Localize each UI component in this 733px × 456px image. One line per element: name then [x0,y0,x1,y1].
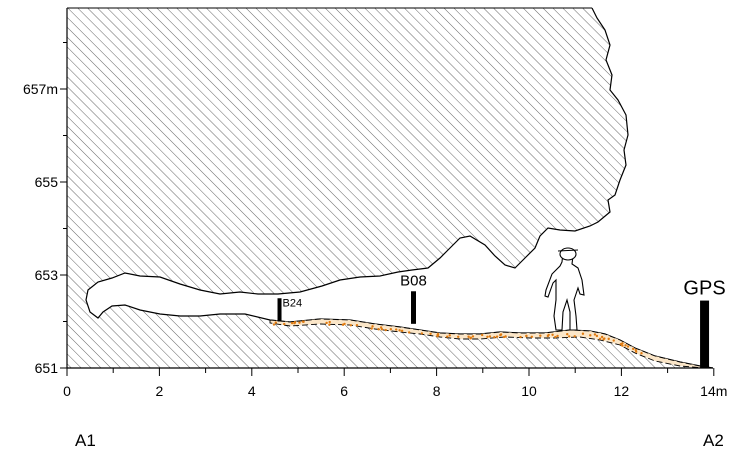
sediment-dot [598,337,602,341]
survey-markers: B24 B08 GPS [277,272,726,368]
sediment-dot [581,332,585,335]
sediment-dot [293,321,297,324]
sediment-dot [457,335,460,338]
sediment-dot [398,329,401,332]
marker-gps-label: GPS [683,278,725,300]
sediment-dot [595,334,599,338]
sediment-dot [394,328,398,331]
sediment-dot [624,344,627,347]
x-tick-label: 10 [521,383,537,399]
sediment-dot [371,325,374,328]
x-tick-label: 8 [433,383,441,399]
sediment-dot [302,320,305,324]
sediment-dot [325,321,328,325]
sediment-dot [400,329,404,333]
sediment-dot [486,335,489,339]
sediment-dot [469,337,472,340]
sediment-dot [407,331,411,334]
sediment-dot [493,335,496,339]
sediment-dot [593,333,597,336]
sediment-dot [377,328,380,331]
sediment-dot [607,337,610,341]
sediment-dot [626,345,630,348]
sediment-dot [556,334,559,338]
sediment-dot [283,322,286,326]
x-tick-label: 12 [614,383,630,399]
marker-b24-post [277,298,282,322]
sediment-dot [554,335,557,339]
sediment-dot [446,335,449,338]
sediment-dot [525,334,528,338]
sediment-dot [612,339,615,342]
sediment-dot [504,335,507,338]
marker-gps-post [700,300,710,368]
sediment-dot [274,321,277,324]
x-tick-label: 4 [248,383,256,399]
sediment-dot [448,334,451,337]
x-tick-label: 14m [700,383,727,399]
sediment-dot [429,332,432,335]
sediment-dot [420,332,424,335]
sediment-dots [272,320,643,355]
x-tick-label: 6 [340,383,348,399]
sediment-dot [546,334,550,338]
marker-b08-post [411,291,416,324]
sediment-layer [269,318,706,369]
sediment-dot [499,333,503,336]
rock-mass-hatched [67,8,713,368]
endpoint-label-a2: A2 [703,431,724,450]
endpoint-label-a1: A1 [75,431,96,450]
sediment-dot [530,335,534,339]
sediment-dot [370,327,373,330]
sediment-dot [379,326,383,329]
sediment-dot [480,333,484,337]
sediment-dot [589,334,592,337]
marker-b24-label: B24 [283,297,303,309]
y-tick-label: 655 [35,174,59,190]
sediment-dot [640,352,643,355]
sediment-dot [566,332,569,336]
sediment-dot [567,335,571,338]
y-tick-label: 651 [35,360,59,376]
sediment-dot [619,342,623,346]
sediment-dot [488,335,492,338]
sediment-dot [436,333,440,337]
sediment-dot [355,324,359,327]
sediment-dot [328,320,331,324]
sediment-dot [384,328,387,332]
x-tick-label: 2 [156,383,164,399]
sediment-dot [298,321,301,324]
sediment-dot [328,323,331,327]
y-tick-label: 657m [23,81,58,97]
sediment-dot [573,335,576,338]
sediment-dot [631,347,635,351]
person-scale-figure [544,247,585,331]
marker-b08-label: B08 [400,272,427,289]
sediment-dot [495,335,499,338]
sediment-dot [634,348,638,352]
sediment-dot [519,335,522,339]
sediment-dot [343,322,346,326]
y-tick-label: 653 [35,267,59,283]
sediment-dot [600,335,604,339]
x-tick-label: 0 [63,383,71,399]
sediment-dot [471,335,475,338]
sediment-dot [467,335,470,338]
y-axis-ticks: 651 653 655 657m [23,42,67,376]
x-axis-ticks: 0 2 4 6 8 10 12 14m [63,368,727,399]
sediment-dot [290,321,294,325]
sediment-dot [602,338,605,341]
sediment-dot [349,324,353,327]
sediment-dot [389,327,393,331]
sediment-dot [551,333,554,336]
sediment-dot [539,334,542,337]
sediment-dot [272,323,276,326]
